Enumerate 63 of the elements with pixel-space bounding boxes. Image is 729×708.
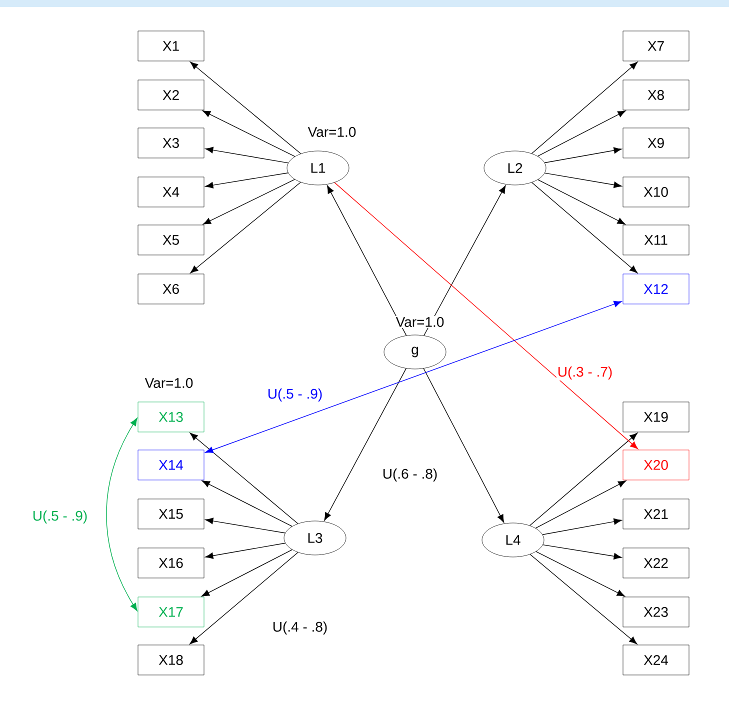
arrow bbox=[190, 62, 302, 154]
arrow bbox=[106, 418, 138, 612]
variable-box: X7 bbox=[622, 30, 690, 62]
arrow bbox=[327, 185, 407, 336]
arrow bbox=[532, 182, 638, 274]
arrow bbox=[424, 185, 506, 336]
edge-label: U(.4 - .8) bbox=[271, 620, 329, 636]
arrow bbox=[205, 300, 622, 454]
arrow bbox=[205, 542, 286, 559]
arrow bbox=[202, 480, 292, 527]
variable-box: X4 bbox=[138, 176, 204, 208]
variable-box: X15 bbox=[138, 498, 204, 530]
arrow bbox=[190, 552, 298, 644]
variable-box: X9 bbox=[622, 128, 690, 158]
variable-box: X21 bbox=[622, 498, 690, 530]
arrow bbox=[205, 518, 286, 534]
arrow bbox=[542, 518, 622, 535]
variable-box: X1 bbox=[138, 30, 204, 62]
edge-label: U(.6 - .8) bbox=[381, 467, 439, 482]
variance-label: Var=1.0 bbox=[394, 316, 446, 328]
arrow bbox=[324, 368, 406, 521]
variance-label: Var=1.0 bbox=[144, 377, 194, 389]
arrow bbox=[423, 368, 504, 523]
arrow bbox=[544, 172, 622, 188]
arrow bbox=[205, 146, 289, 164]
variable-box: X6 bbox=[138, 274, 204, 304]
variable-box: X20 bbox=[622, 450, 690, 480]
arrow bbox=[202, 110, 296, 157]
arrow bbox=[530, 432, 638, 526]
variable-box: X18 bbox=[138, 644, 204, 676]
arrow bbox=[201, 549, 293, 596]
arrow bbox=[190, 182, 301, 274]
variable-box: X8 bbox=[622, 80, 690, 110]
variable-box: X19 bbox=[622, 402, 690, 432]
variable-box: X23 bbox=[622, 596, 690, 628]
arrow bbox=[537, 110, 626, 157]
arrow bbox=[544, 147, 622, 164]
arrow bbox=[205, 172, 288, 188]
variable-box: X10 bbox=[622, 176, 690, 208]
variable-box: X13 bbox=[138, 402, 204, 432]
variable-box: X22 bbox=[622, 548, 690, 578]
edge-label: U(.5 - .9) bbox=[31, 509, 89, 524]
variable-box: X24 bbox=[622, 644, 690, 676]
variable-box: X17 bbox=[138, 596, 204, 628]
variable-box: X14 bbox=[138, 450, 204, 480]
arrow bbox=[536, 551, 625, 596]
arrow bbox=[542, 544, 622, 560]
variable-box: X11 bbox=[622, 224, 690, 256]
variance-label: Var=1.0 bbox=[306, 126, 358, 138]
arrow bbox=[190, 432, 298, 524]
variable-box: X3 bbox=[138, 128, 204, 158]
variable-box: X16 bbox=[138, 548, 204, 578]
variable-box: X5 bbox=[138, 224, 204, 256]
arrow bbox=[334, 182, 638, 450]
arrow bbox=[530, 554, 638, 644]
arrow bbox=[531, 62, 638, 154]
edge-label: U(.5 - .9) bbox=[266, 387, 324, 402]
edge-label: U(.3 - .7) bbox=[556, 365, 614, 380]
arrow bbox=[538, 179, 626, 224]
arrow bbox=[202, 179, 296, 225]
variable-box: X12 bbox=[622, 274, 690, 304]
variable-box: X2 bbox=[138, 80, 204, 110]
arrow bbox=[535, 480, 626, 528]
